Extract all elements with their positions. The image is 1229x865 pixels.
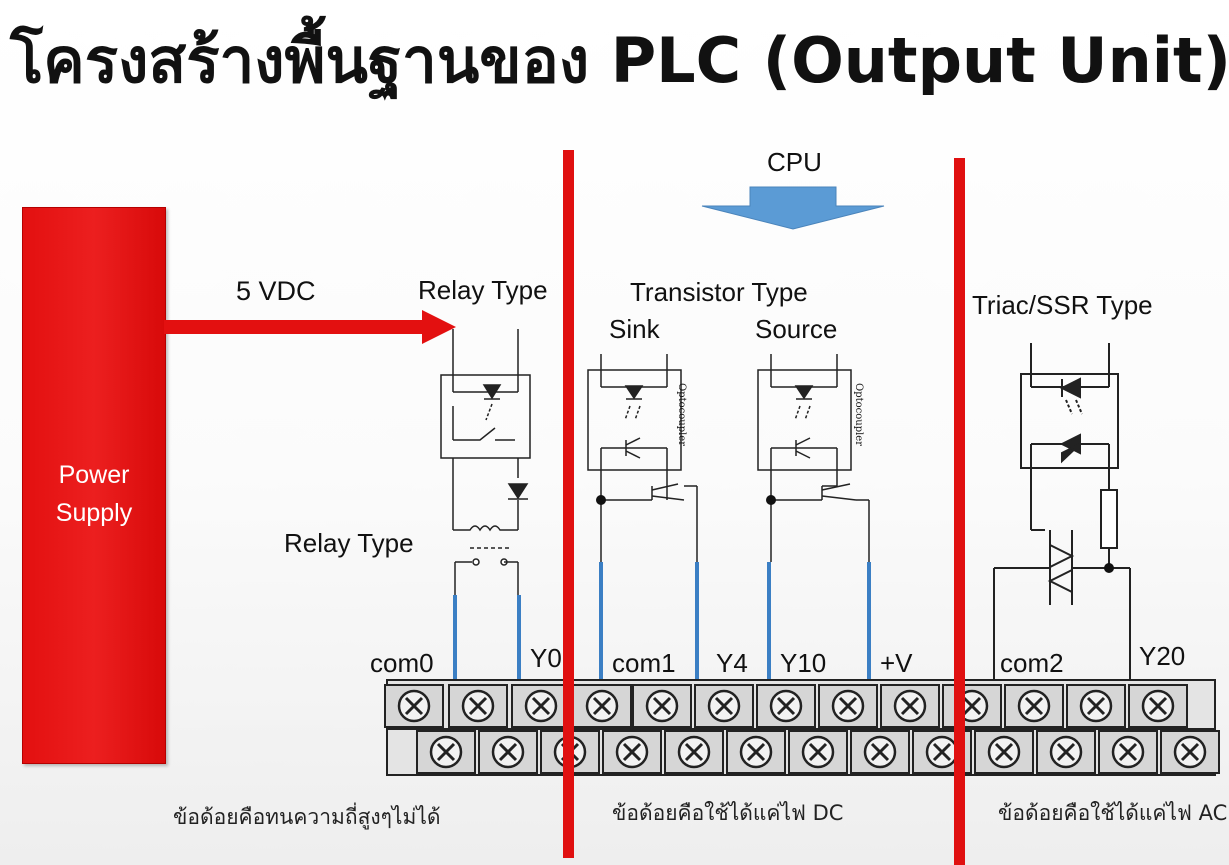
- sink-label: Sink: [609, 314, 660, 344]
- page-title: โครงสร้างพื้นฐานของ PLC (Output Unit): [10, 24, 1229, 97]
- transistor-sink-circuit: [587, 354, 698, 562]
- terminal-y4: Y4: [716, 648, 748, 678]
- terminal-com0: com0: [370, 648, 434, 678]
- source-label: Source: [755, 314, 838, 344]
- optocoupler-label-sink: Optocoupler: [676, 383, 687, 446]
- power-supply-label: Power Supply: [55, 461, 133, 527]
- cpu-label: CPU: [767, 147, 822, 177]
- triac-type-title: Triac/SSR Type: [972, 290, 1153, 320]
- relay-circuit: [440, 329, 531, 595]
- relay-type-label: Relay Type: [284, 528, 414, 558]
- triac-caption: ข้อด้อยคือใช้ได้แค่ไฟ AC: [998, 801, 1228, 825]
- terminal-com2: com2: [1000, 648, 1064, 678]
- divider-right: [954, 158, 965, 865]
- terminal-com1: com1: [612, 648, 676, 678]
- power-supply-block: Power Supply: [22, 207, 166, 764]
- optocoupler-label-source: Optocoupler: [853, 383, 864, 446]
- terminal-y10: Y10: [780, 648, 827, 678]
- terminal-plus-v: +V: [880, 648, 913, 678]
- terminal-block: [383, 679, 1221, 776]
- relay-caption: ข้อด้อยคือทนความถี่สูงๆไม่ได้: [173, 805, 441, 829]
- triac-circuit: [993, 343, 1131, 680]
- transistor-caption: ข้อด้อยคือใช้ได้แค่ไฟ DC: [612, 801, 844, 825]
- cpu-arrow: [701, 186, 885, 230]
- voltage-label: 5 VDC: [236, 276, 316, 306]
- divider-left: [563, 150, 574, 858]
- terminal-y0: Y0: [530, 643, 562, 673]
- terminal-y20: Y20: [1139, 641, 1186, 671]
- transistor-source-circuit: [757, 354, 870, 562]
- transistor-type-title: Transistor Type: [630, 277, 808, 307]
- relay-type-title: Relay Type: [418, 275, 548, 305]
- power-arrow: [164, 310, 456, 344]
